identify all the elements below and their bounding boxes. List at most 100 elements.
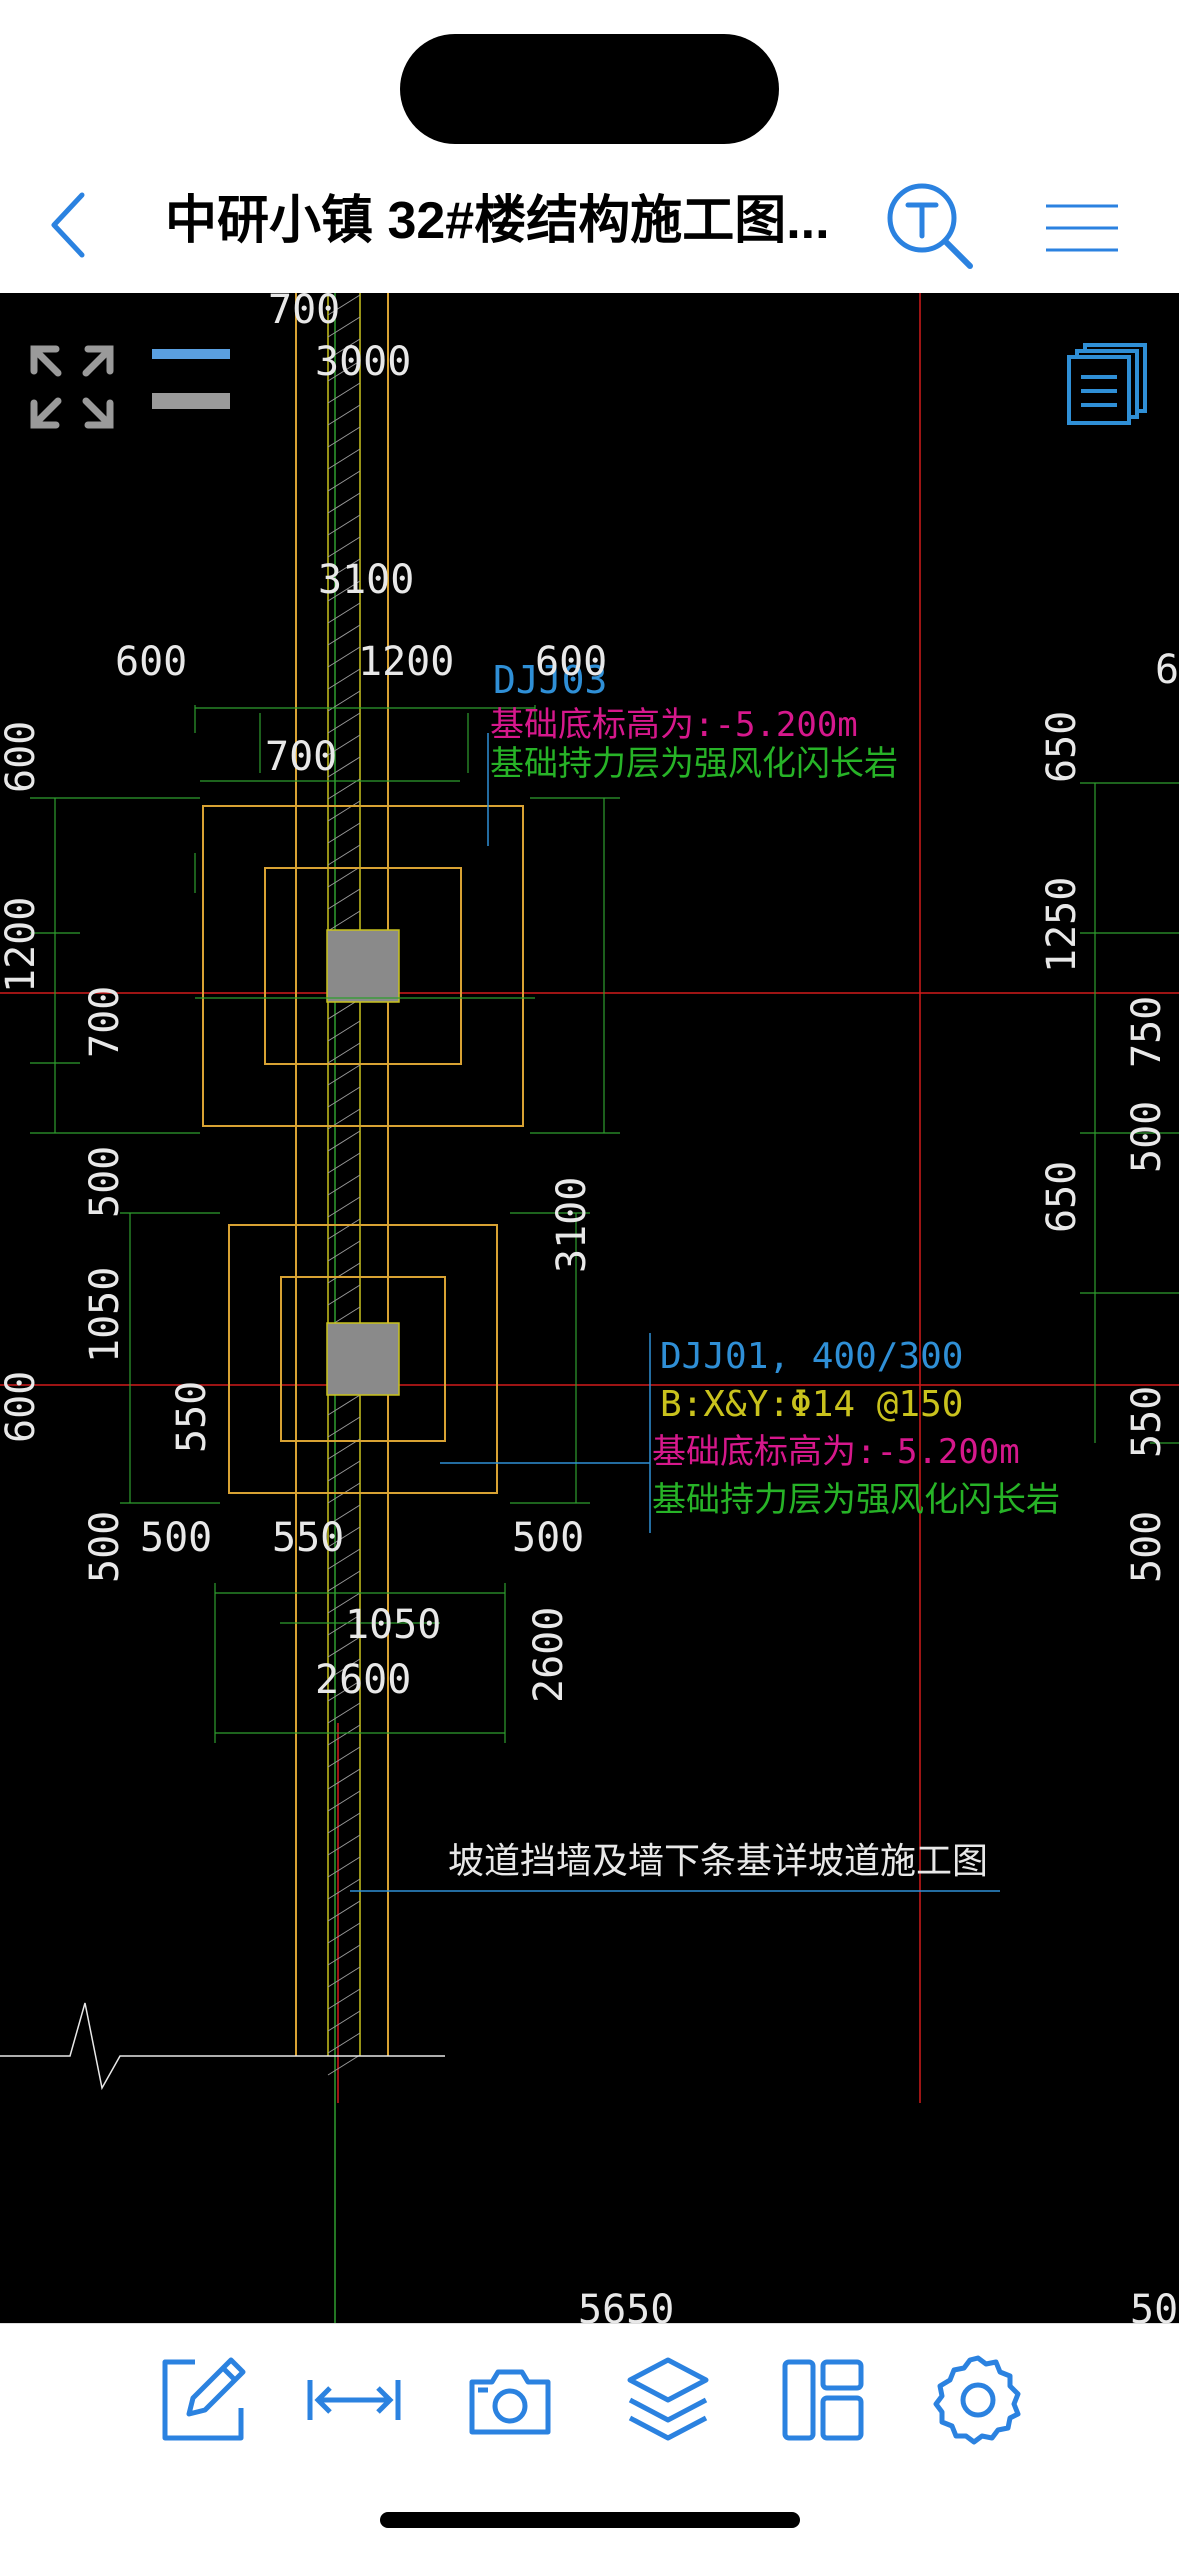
dim-550: 550 xyxy=(272,1515,344,1561)
dim-left-vertical-0: 600 xyxy=(0,721,44,793)
wall-hatch-line xyxy=(327,1856,361,1878)
back-button[interactable] xyxy=(42,190,102,260)
layout-panels-icon xyxy=(782,2359,864,2441)
line-weight-toggle-button[interactable] xyxy=(150,341,232,413)
wall-hatch-line xyxy=(327,1988,361,2010)
text-search-button[interactable] xyxy=(882,178,977,273)
text-search-icon xyxy=(887,183,973,269)
layers-icon xyxy=(627,2357,709,2441)
djj01-id: DJJ01, 400/300 xyxy=(660,1336,963,1377)
fullscreen-button[interactable] xyxy=(26,341,118,433)
djj01-rebar: B:X&Y:Φ14 @150 xyxy=(660,1384,963,1425)
dim-5650: 5650 xyxy=(578,2287,674,2323)
ramp-note: 坡道挡墙及墙下条基详坡道施工图 xyxy=(448,1841,988,1882)
drawing-canvas[interactable]: DJJ03 基础底标高为:-5.200m 基础持力层为强风化闪长岩 DJJ01,… xyxy=(0,293,1179,2323)
wall-hatch-line xyxy=(327,1746,361,1768)
dim-right-vertical-6: 500 xyxy=(1124,1511,1170,1583)
measure-button[interactable] xyxy=(306,2352,402,2448)
wall-hatch-line xyxy=(327,1196,361,1218)
wall-hatch-line xyxy=(327,1394,361,1416)
home-indicator xyxy=(380,2512,800,2528)
cad-drawing[interactable]: DJJ03 基础底标高为:-5.200m 基础持力层为强风化闪长岩 DJJ01,… xyxy=(0,293,1179,2323)
wall-hatch-line xyxy=(327,2032,361,2054)
footing-djj03[interactable] xyxy=(202,805,524,1127)
wall-hatch-line xyxy=(327,646,361,668)
wall-hatch-line xyxy=(327,1218,361,1240)
wall-hatch-line xyxy=(327,338,361,360)
wall-hatch-line xyxy=(327,1284,361,1306)
settings-gear-icon xyxy=(933,2355,1021,2445)
djj03-id: DJJ03 xyxy=(493,658,607,702)
wall-hatch-line xyxy=(327,448,361,470)
wall-hatch-line xyxy=(327,536,361,558)
layouts-button[interactable] xyxy=(1065,341,1150,426)
wall-hatch-line xyxy=(327,1878,361,1900)
camera-button[interactable] xyxy=(462,2352,558,2448)
wall-hatch-line xyxy=(327,1086,361,1108)
dimension-lines xyxy=(30,705,1179,1743)
wall-hatch-line xyxy=(327,734,361,756)
wall-hatch-line xyxy=(327,910,361,932)
dim-left-vertical-1: 1200 xyxy=(0,897,44,993)
wall-hatch-line xyxy=(327,866,361,888)
menu-button[interactable] xyxy=(1042,198,1122,258)
wall-hatch-line xyxy=(327,602,361,624)
layouts-stack-icon xyxy=(1067,343,1147,425)
wall-hatch-line xyxy=(327,492,361,514)
wall-hatch-line xyxy=(327,1130,361,1152)
djj01-elevation: 基础底标高为:-5.200m xyxy=(652,1432,1020,1472)
dim-600-a: 600 xyxy=(115,639,187,685)
dim-3100: 3100 xyxy=(318,557,414,603)
wall-hatch-line xyxy=(327,1724,361,1746)
dynamic-island xyxy=(400,34,779,144)
wall-hatch-line xyxy=(327,1504,361,1526)
wall-hatch-line xyxy=(327,1548,361,1570)
dim-left-vertical-4: 500 xyxy=(82,1146,128,1218)
dim-right-vertical-4: 500 xyxy=(1124,1101,1170,1173)
dim-right-vertical-1: 1250 xyxy=(1039,877,1085,973)
wall-hatch-line xyxy=(327,1922,361,1944)
wall-hatch-line xyxy=(327,1966,361,1988)
annotate-button[interactable] xyxy=(155,2352,251,2448)
dim-left-vertical-3: 600 xyxy=(0,1371,44,1443)
wall-hatch-line xyxy=(327,1900,361,1922)
dim-right-vertical-5: 550 xyxy=(1124,1386,1170,1458)
djj03-bearing-layer: 基础持力层为强风化闪长岩 xyxy=(490,744,898,784)
wall-hatch-line xyxy=(327,1790,361,1812)
wall-hatch-line xyxy=(327,1262,361,1284)
wall-hatch-line xyxy=(327,1526,361,1548)
wall-hatch-line xyxy=(327,668,361,690)
dim-3000: 3000 xyxy=(315,339,411,385)
wall-hatch-line xyxy=(327,1812,361,1834)
dim-6: 6 xyxy=(1155,647,1179,693)
wall-hatch-line xyxy=(327,712,361,734)
navigation-bar: 中研小镇 32#楼结构施工图... xyxy=(0,150,1179,293)
dim-700: 700 xyxy=(265,734,337,780)
djj01-bearing-layer: 基础持力层为强风化闪长岩 xyxy=(652,1480,1060,1520)
line-weight-toggle-icon xyxy=(152,349,230,409)
wall-hatch-line xyxy=(327,580,361,602)
edit-pencil-icon xyxy=(162,2357,246,2441)
wall-hatch-line xyxy=(327,1460,361,1482)
wall-hatch-line xyxy=(327,778,361,800)
dim-1050: 1050 xyxy=(345,1602,441,1648)
wall-hatch-line xyxy=(327,1416,361,1438)
retaining-wall xyxy=(295,293,389,2323)
layout-button[interactable] xyxy=(775,2352,871,2448)
wall-hatch-line xyxy=(327,1834,361,1856)
wall-hatch-line xyxy=(327,1174,361,1196)
dim-1200: 1200 xyxy=(358,639,454,685)
wall-hatch-line xyxy=(327,1592,361,1614)
dim-right-vertical-2: 750 xyxy=(1124,996,1170,1068)
chevron-left-icon xyxy=(51,192,85,258)
wall-hatch-line xyxy=(327,470,361,492)
footing-djj01[interactable] xyxy=(228,1224,498,1494)
wall-hatch-line xyxy=(327,1658,361,1680)
settings-button[interactable] xyxy=(930,2352,1026,2448)
wall-hatch-line xyxy=(327,1152,361,1174)
wall-hatch-line xyxy=(327,1944,361,1966)
wall-hatch-line xyxy=(327,1570,361,1592)
wall-hatch-line xyxy=(327,514,361,536)
dim-left-vertical-6: 550 xyxy=(169,1381,215,1453)
layers-button[interactable] xyxy=(620,2352,716,2448)
